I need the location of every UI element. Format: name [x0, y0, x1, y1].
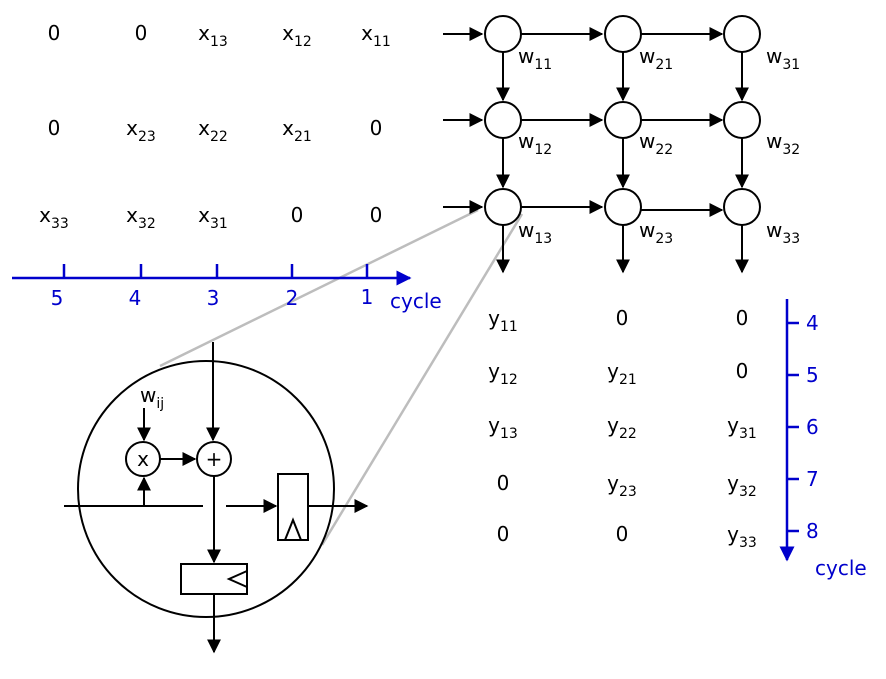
- output-cell: y31: [727, 413, 757, 442]
- output-cell: y12: [488, 359, 518, 388]
- pe-grid-nodes: [484, 15, 761, 226]
- output-cell: y11: [488, 306, 518, 335]
- pe-node: [604, 15, 642, 53]
- output-axis-tick: 5: [806, 363, 819, 387]
- weight-label: w21: [639, 44, 673, 73]
- output-matrix: y11 0 0 y12 y21 0 y13 y22 y31 0 y23 y32 0 0 y33: [488, 306, 757, 551]
- input-matrix: 0 0 x13 x12 x11 0 x23 x22 x21 0 x33 x32 x31 0 0: [39, 21, 391, 232]
- pe-node: [484, 15, 522, 53]
- horizontal-register: [277, 473, 309, 541]
- input-axis-tick: 1: [361, 285, 374, 309]
- input-axis-tick: 2: [286, 286, 299, 310]
- multiply-symbol: x: [137, 447, 149, 471]
- weight-label: w11: [518, 44, 552, 73]
- output-cycle-axis: 4 5 6 7 8 cycle: [779, 299, 867, 580]
- input-axis-tick: 4: [129, 286, 142, 310]
- weight-labels: w11 w21 w31 w12 w22 w32 w13 w23 w33: [518, 44, 800, 247]
- input-cell: 0: [370, 116, 383, 140]
- input-cell: x11: [361, 21, 391, 50]
- pe-node: [723, 15, 761, 53]
- output-axis-tick: 8: [806, 519, 819, 543]
- input-cycle-axis: 5 4 3 2 1 cycle: [12, 264, 442, 313]
- input-cell: 0: [48, 21, 61, 45]
- vertical-register: [180, 563, 248, 595]
- output-cell: y13: [488, 413, 518, 442]
- input-cell: 0: [48, 116, 61, 140]
- output-cell: 0: [497, 522, 510, 546]
- weight-label: w33: [766, 218, 800, 247]
- weight-label: w22: [639, 129, 673, 158]
- input-cell: 0: [370, 203, 383, 227]
- pe-node: [484, 188, 522, 226]
- output-axis-tick: 6: [806, 415, 819, 439]
- input-cell: x33: [39, 203, 69, 232]
- output-axis-tick: 4: [806, 311, 819, 335]
- input-cell: x21: [282, 116, 312, 145]
- input-cell: x22: [198, 116, 228, 145]
- pe-node: [723, 188, 761, 226]
- input-cell: x12: [282, 21, 312, 50]
- output-cell: y23: [607, 471, 637, 500]
- output-cell: y21: [607, 359, 637, 388]
- weight-label: w13: [518, 218, 552, 247]
- output-cell: y32: [727, 471, 757, 500]
- weight-label: w23: [639, 218, 673, 247]
- weight-label: w31: [766, 44, 800, 73]
- pe-grid-connections: [443, 27, 749, 274]
- pe-node: [604, 101, 642, 139]
- weight-label: w12: [518, 129, 552, 158]
- output-cell: 0: [616, 306, 629, 330]
- output-cell: 0: [736, 359, 749, 383]
- output-axis-label: cycle: [815, 556, 867, 580]
- output-cell: 0: [736, 306, 749, 330]
- pe-detail-circle: [77, 360, 335, 618]
- output-cell: 0: [616, 522, 629, 546]
- input-cell: 0: [291, 203, 304, 227]
- input-cell: x13: [198, 21, 228, 50]
- pe-node: [723, 101, 761, 139]
- output-cell: 0: [497, 471, 510, 495]
- pe-node: [484, 101, 522, 139]
- input-cell: x31: [198, 203, 228, 232]
- input-cell: x23: [126, 116, 156, 145]
- pe-node: [604, 188, 642, 226]
- add-symbol: +: [206, 447, 223, 471]
- input-axis-tick: 3: [207, 286, 220, 310]
- input-axis-label: cycle: [390, 289, 442, 313]
- pe-weight-label: wij: [140, 383, 164, 412]
- output-axis-tick: 7: [806, 467, 819, 491]
- input-cell: 0: [135, 21, 148, 45]
- zoom-connector-lines: [159, 208, 524, 546]
- weight-label: w32: [766, 129, 800, 158]
- pe-detail: wij x +: [64, 342, 369, 654]
- output-cell: y33: [727, 522, 757, 551]
- input-cell: x32: [126, 203, 156, 232]
- output-cell: y22: [607, 413, 637, 442]
- input-axis-tick: 5: [51, 286, 64, 310]
